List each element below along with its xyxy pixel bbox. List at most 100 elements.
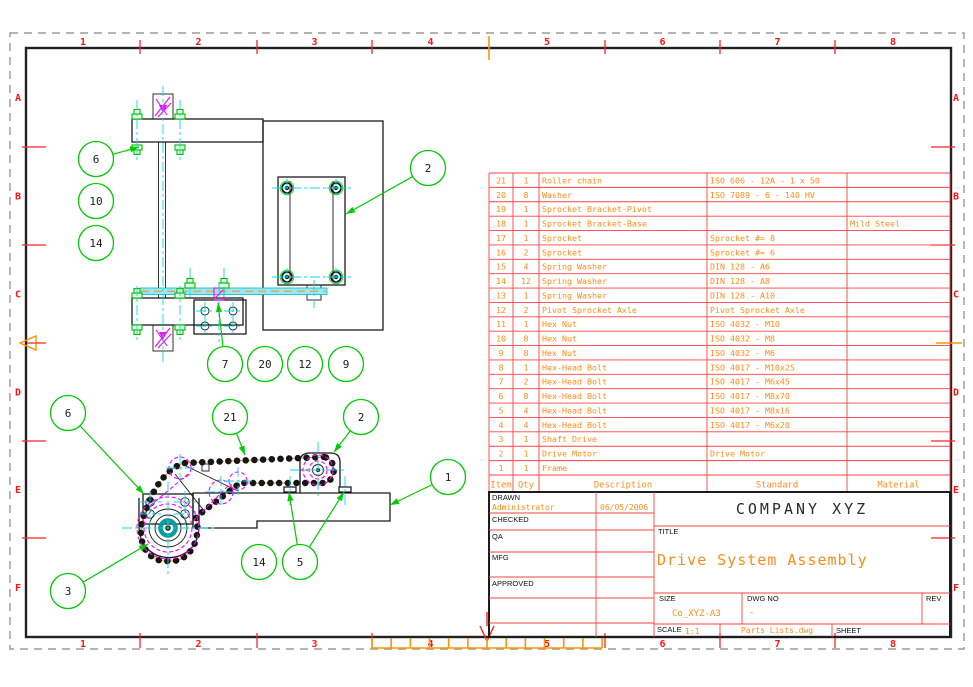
balloon-bottom-1[interactable]: 1 — [389, 458, 467, 506]
ruler-row-label-F: F — [15, 583, 21, 594]
balloon-top-6[interactable]: 6 — [77, 140, 140, 178]
balloon-circle — [281, 543, 319, 581]
balloon-number: 6 — [93, 153, 100, 166]
cell-standard: Pivot Sprocket Axle — [710, 305, 805, 315]
balloon-number: 1 — [445, 471, 452, 484]
pivot-arm-edge — [183, 464, 239, 492]
ruler-col-label-7: 7 — [774, 639, 780, 650]
ruler-col-label-6: 6 — [659, 639, 665, 650]
balloon-bottom-6[interactable]: 6 — [49, 394, 145, 495]
balloon-circle — [240, 543, 278, 581]
ruler-row-label-D: D — [953, 388, 959, 399]
cell-item: 6 — [499, 391, 504, 401]
balloon-top-7[interactable]: 7 — [206, 302, 244, 383]
balloon-number: 3 — [65, 585, 72, 598]
cell-description: Pivot Sprocket Axle — [542, 305, 637, 315]
ruler-col-label-8: 8 — [890, 37, 896, 48]
paper-edge-dashed — [9, 32, 965, 650]
balloon-top-20[interactable]: 20 — [246, 345, 284, 383]
leader-line — [79, 425, 145, 495]
balloon-number: 14 — [252, 556, 266, 569]
cell-standard: DIN 128 - A6 — [710, 262, 770, 272]
balloon-top-2[interactable]: 2 — [345, 149, 447, 215]
sprocket-bracket-bottom — [131, 297, 244, 326]
cell-description: Hex-Head Bolt — [542, 362, 607, 372]
leader-arrowhead-icon — [390, 498, 400, 505]
cell-qty: 2 — [524, 247, 529, 257]
balloon-top-10[interactable]: 10 — [77, 182, 115, 220]
cell-standard: Sprocket #= 6 — [710, 247, 775, 257]
cell-item: 14 — [496, 276, 506, 286]
file-name-value: Parts Lists.dwg — [741, 626, 813, 635]
cell-description: Sprocket — [542, 247, 582, 257]
balloon-bottom-3[interactable]: 3 — [49, 543, 149, 610]
column-header-description: Description — [594, 481, 652, 491]
balloon-number: 7 — [222, 358, 229, 371]
ruler-row-label-B: B — [15, 192, 21, 203]
ruler-col-label-3: 3 — [311, 639, 317, 650]
ruler-row-label-E: E — [953, 485, 959, 496]
cell-item: 19 — [496, 204, 506, 214]
cell-item: 20 — [496, 190, 506, 200]
cell-qty: 2 — [524, 305, 529, 315]
title-block-border — [488, 491, 951, 638]
balloon-bottom-21[interactable]: 21 — [211, 398, 249, 456]
dwg-no-label: DWG NO — [747, 594, 779, 603]
balloon-top-12[interactable]: 12 — [286, 345, 324, 383]
drawing-title: Drive System Assembly — [657, 551, 868, 569]
leader-arrowhead-icon — [287, 492, 294, 502]
balloon-bottom-5[interactable]: 5 — [281, 491, 345, 581]
parts-row-19[interactable]: 19 1 Sprocket Bracket-Pivot — [496, 204, 652, 214]
cell-description: Sprocket Bracket-Pivot — [542, 204, 652, 214]
ruler-row-label-A: A — [15, 93, 21, 104]
company-name: COMPANY XYZ — [736, 500, 868, 518]
leader-arrowhead-icon — [346, 206, 356, 214]
ruler-col-label-2: 2 — [195, 639, 201, 650]
bottom-view[interactable] — [122, 442, 391, 574]
balloon-circle — [49, 394, 87, 432]
ruler-row-label-A: A — [953, 93, 959, 104]
column-header-item: Item — [490, 481, 511, 491]
balloon-top-9[interactable]: 9 — [327, 345, 365, 383]
cell-item: 2 — [499, 449, 504, 459]
cell-standard: ISO 4017 - M8x16 — [710, 405, 790, 415]
top-view[interactable] — [131, 86, 384, 362]
cell-qty: 1 — [524, 290, 529, 300]
title-label: TITLE — [658, 527, 678, 536]
ruler-col-label-4: 4 — [427, 639, 433, 650]
balloon-bottom-2[interactable]: 2 — [333, 398, 380, 453]
cell-description: Washer — [542, 190, 572, 200]
cell-standard: ISO 4032 - M8 — [710, 334, 775, 344]
balloon-top-14[interactable]: 14 — [77, 224, 115, 262]
cell-qty: 12 — [521, 276, 531, 286]
cell-qty: 1 — [524, 204, 529, 214]
balloon-bottom-14[interactable]: 14 — [240, 543, 278, 581]
parts-table-grid — [488, 172, 951, 492]
ruler-row-label-C: C — [15, 290, 21, 301]
